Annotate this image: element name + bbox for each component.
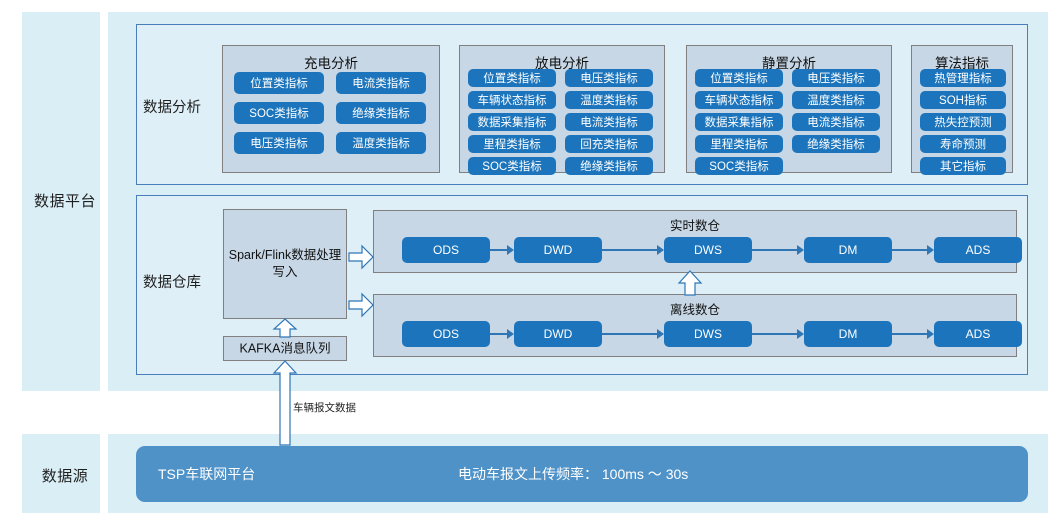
metric-pill[interactable]: 回充类指标 [565,135,653,153]
pipeline-arrow-head [657,244,664,255]
pipeline-arrow-line [752,249,797,251]
metric-pill[interactable]: 车辆状态指标 [468,91,556,109]
pipeline-stage[interactable]: DWD [514,237,602,263]
arrow-spark-to-offline [348,291,374,319]
metric-pill[interactable]: 数据采集指标 [695,113,783,131]
metric-pill[interactable]: 寿命预测 [920,135,1006,153]
metric-pill[interactable]: 电流类指标 [336,72,426,94]
arrow-spark-to-realtime [348,243,374,271]
data-warehouse-title: 数据仓库 [143,275,201,291]
metric-pill[interactable]: 其它指标 [920,157,1006,175]
metric-pill[interactable]: 电压类指标 [565,69,653,87]
panel-title-discharge: 放电分析 [535,56,589,71]
metric-pill[interactable]: 电压类指标 [234,132,324,154]
realtime-warehouse-title: 实时数仓 [669,219,720,233]
metric-pill[interactable]: 绝缘类指标 [792,135,880,153]
metric-pill[interactable]: 车辆状态指标 [695,91,783,109]
pipeline-arrow-head [657,328,664,339]
pipeline-arrow-line [752,333,797,335]
spark-flink-label: Spark/Flink数据处理写入 [228,248,342,279]
offline-warehouse-title: 离线数仓 [669,303,720,317]
data-analysis-title: 数据分析 [143,100,201,116]
pipeline-arrow-head [507,328,514,339]
panel-title-charge: 充电分析 [304,56,358,71]
metric-pill[interactable]: 位置类指标 [468,69,556,87]
panel-title-idle: 静置分析 [762,56,816,71]
pipeline-stage[interactable]: ADS [934,237,1022,263]
pipeline-stage[interactable]: DM [804,321,892,347]
source-band-label: 数据源 [41,468,89,485]
pipeline-arrow-line [490,249,507,251]
pipeline-arrow-head [797,244,804,255]
metric-pill[interactable]: 电压类指标 [792,69,880,87]
metric-pill[interactable]: 热管理指标 [920,69,1006,87]
pipeline-arrow-head [927,244,934,255]
tsp-upload-frequency: 电动车报文上传频率： 100ms ～ 30s [458,466,689,482]
pipeline-stage[interactable]: ADS [934,321,1022,347]
metric-pill[interactable]: 温度类指标 [792,91,880,109]
kafka-queue-label: KAFKA消息队列 [239,341,331,356]
metric-pill[interactable]: 电流类指标 [565,113,653,131]
pipeline-arrow-head [797,328,804,339]
realtime-warehouse-box: 实时数仓 ODS DWD DWS DM ADS [373,210,1022,273]
offline-warehouse-box: 离线数仓 ODS DWD DWS DM ADS [373,294,1022,357]
metric-pill[interactable]: 位置类指标 [234,72,324,94]
pipeline-arrow-line [602,249,657,251]
pipeline-arrow-line [892,249,927,251]
metric-pill[interactable]: 位置类指标 [695,69,783,87]
pipeline-arrow-line [602,333,657,335]
pipeline-arrow-line [490,333,507,335]
pipeline-arrow-line [892,333,927,335]
metric-pill[interactable]: 数据采集指标 [468,113,556,131]
metric-pill[interactable]: 里程类指标 [468,135,556,153]
arrow-kafka-to-spark [272,318,298,338]
tsp-platform-bar: TSP车联网平台 电动车报文上传频率： 100ms ～ 30s [136,446,1028,502]
panel-charge-analysis: 充电分析位置类指标 SOC类指标电压类指标 电流类指标绝缘类指标温度类指标 [222,45,440,173]
panel-idle-analysis: 静置分析位置类指标车辆状态指标数据采集指标里程类指标 SOC类指标 电压类指标温度类… [686,45,892,175]
metric-pill[interactable]: 里程类指标 [695,135,783,153]
band-divider-top [100,12,108,391]
spark-flink-box: Spark/Flink数据处理写入 [223,209,347,319]
pipeline-stage[interactable]: DWD [514,321,602,347]
metric-pill[interactable]: 温度类指标 [336,132,426,154]
pipeline-arrow-head [927,328,934,339]
panel-title-algo: 算法指标 [935,56,989,71]
metric-pill[interactable]: 电流类指标 [792,113,880,131]
arrow-offline-to-realtime [677,270,703,296]
metric-pill[interactable]: 温度类指标 [565,91,653,109]
tsp-platform-name: TSP车联网平台 [158,466,256,482]
metric-pill[interactable]: 绝缘类指标 [565,157,653,175]
metric-pill[interactable]: 绝缘类指标 [336,102,426,124]
pipeline-stage[interactable]: DWS [664,321,752,347]
vehicle-message-connector-label: 车辆报文数据 [293,402,356,414]
pipeline-arrow-head [507,244,514,255]
panel-discharge-analysis: 放电分析位置类指标车辆状态指标数据采集指标里程类指标 SOC类指标 电压类指标温度类… [459,45,665,175]
pipeline-stage[interactable]: DWS [664,237,752,263]
platform-band-label: 数据平台 [33,193,96,210]
metric-pill[interactable]: SOC类指标 [468,157,556,175]
metric-pill[interactable]: SOH指标 [920,91,1006,109]
pipeline-stage[interactable]: ODS [402,237,490,263]
metric-pill[interactable]: 热失控预测 [920,113,1006,131]
metric-pill[interactable]: SOC类指标 [695,157,783,175]
kafka-queue-box: KAFKA消息队列 [223,336,347,361]
band-divider-bottom [100,434,108,513]
metric-pill[interactable]: SOC类指标 [234,102,324,124]
pipeline-stage[interactable]: DM [804,237,892,263]
panel-algorithm-metrics: 算法指标热管理指标 SOH指标热失控预测寿命预测其它指标 [911,45,1013,175]
pipeline-stage[interactable]: ODS [402,321,490,347]
arrow-source-to-kafka [272,360,298,446]
